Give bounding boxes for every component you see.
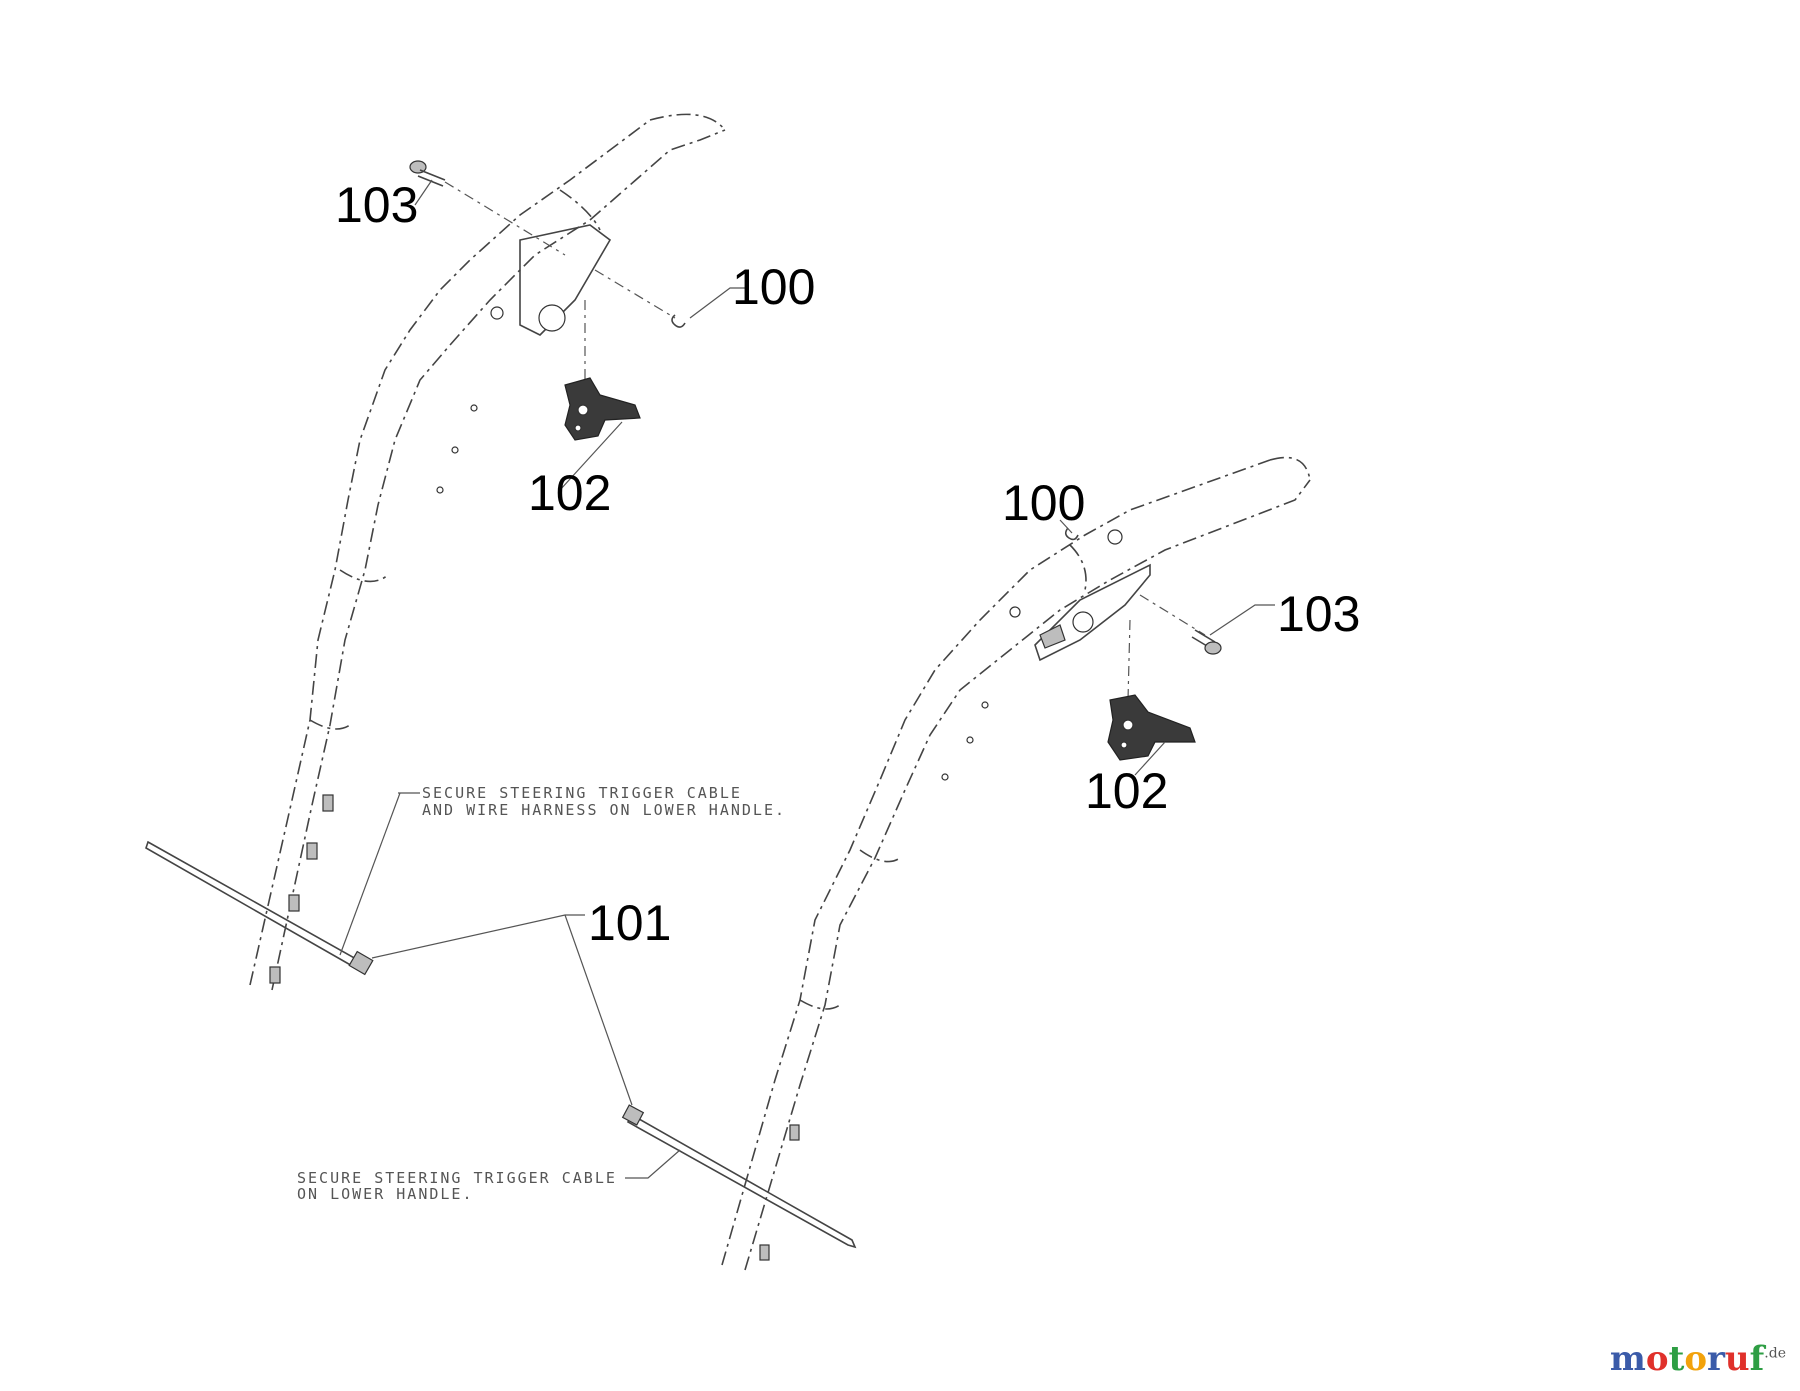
logo-letter: o <box>1684 1339 1707 1379</box>
logo-letter: m <box>1609 1339 1646 1379</box>
cable-tie-101-right <box>621 1104 857 1249</box>
logo-letter: f <box>1749 1339 1765 1379</box>
callout-101: 101 <box>588 895 671 951</box>
motoruf-watermark-logo: motoruf.de <box>1610 1339 1786 1379</box>
callout-103-right: 103 <box>1277 586 1360 642</box>
leaders-101 <box>371 914 633 1106</box>
right-handle <box>721 456 1311 1271</box>
callout-100-right: 100 <box>1002 475 1085 531</box>
leader-100-left <box>689 287 745 319</box>
callout-100-left: 100 <box>732 259 815 315</box>
trigger-102-right <box>1107 619 1196 761</box>
logo-letter: r <box>1707 1339 1725 1379</box>
trigger-102-left <box>564 300 641 441</box>
callout-103-left: 103 <box>335 177 418 233</box>
pin-103-left <box>409 160 566 256</box>
note-lower-line2: ON LOWER HANDLE. <box>297 1185 474 1203</box>
clip-100-left <box>594 269 686 328</box>
callout-102-right: 102 <box>1085 763 1168 819</box>
leader-102-left <box>559 421 623 491</box>
leader-note-upper <box>339 792 401 956</box>
logo-letter: u <box>1724 1339 1750 1379</box>
callout-102-left: 102 <box>528 465 611 521</box>
leader-100-right <box>1059 519 1073 534</box>
leader-102-right <box>1134 741 1166 776</box>
logo-letter: o <box>1645 1339 1669 1379</box>
pin-103-right <box>1139 594 1222 655</box>
cable-tie-101-left <box>145 840 374 976</box>
note-upper-line1: SECURE STEERING TRIGGER CABLE <box>422 784 742 802</box>
clip-100-right <box>1064 527 1079 541</box>
logo-letter: t <box>1668 1339 1685 1379</box>
note-upper-line2: AND WIRE HARNESS ON LOWER HANDLE. <box>422 801 786 819</box>
leader-103-right <box>1209 604 1275 636</box>
leader-103-left <box>414 179 433 206</box>
note-lower-line1: SECURE STEERING TRIGGER CABLE <box>297 1169 617 1187</box>
left-handle <box>249 113 726 991</box>
logo-suffix: .de <box>1764 1345 1786 1362</box>
leader-note-lower <box>625 1149 681 1179</box>
